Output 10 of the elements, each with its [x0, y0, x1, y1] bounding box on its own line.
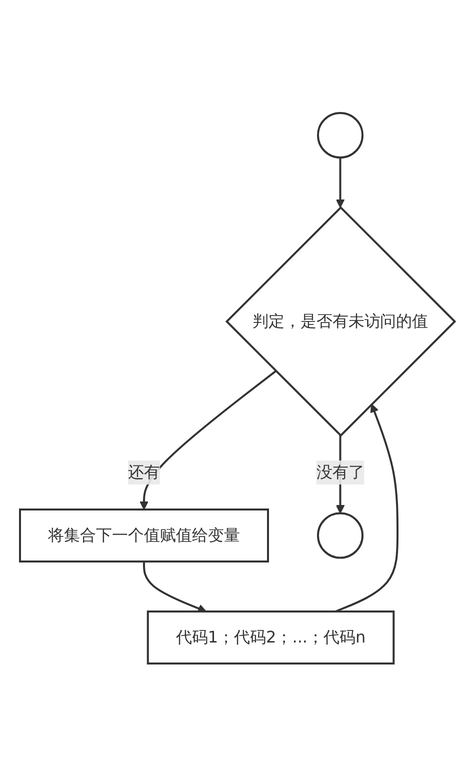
arrow — [142, 561, 206, 612]
edge-label: 还有 — [128, 462, 160, 482]
node-circle — [316, 512, 364, 558]
edge-label: 没有了 — [316, 462, 364, 482]
node-diamond: 判定，是否有未访问的值 — [224, 206, 456, 437]
arrow — [139, 370, 276, 510]
arrow — [335, 157, 344, 208]
node-box: 将集合下一个值赋值给变量 — [18, 508, 269, 562]
node-circle — [316, 112, 364, 158]
node-box: 代码1；代码2；...；代码n — [146, 610, 394, 664]
